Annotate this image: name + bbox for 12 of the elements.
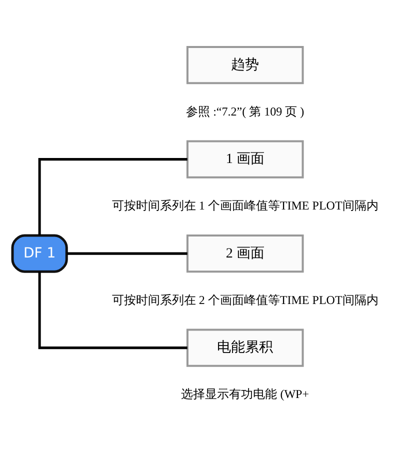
- node-box: 2 画面: [186, 234, 304, 272]
- node-label: 参照 :“7.2”( 第 109 页 ): [186, 104, 304, 118]
- node-box: 趋势: [186, 46, 304, 84]
- node-label: 可按时间系列在 1 个画面峰值等TIME PLOT间隔内: [112, 198, 378, 212]
- connector: [38, 158, 188, 235]
- connector: [66, 252, 188, 254]
- node-box: 1 画面: [186, 140, 304, 178]
- connector: [38, 271, 188, 349]
- node-box: DF 1: [11, 234, 68, 272]
- node-label: 选择显示有功电能 (WP+: [181, 386, 310, 401]
- node-box: 电能累积: [186, 328, 304, 366]
- node-label: 可按时间系列在 2 个画面峰值等TIME PLOT间隔内: [112, 292, 378, 306]
